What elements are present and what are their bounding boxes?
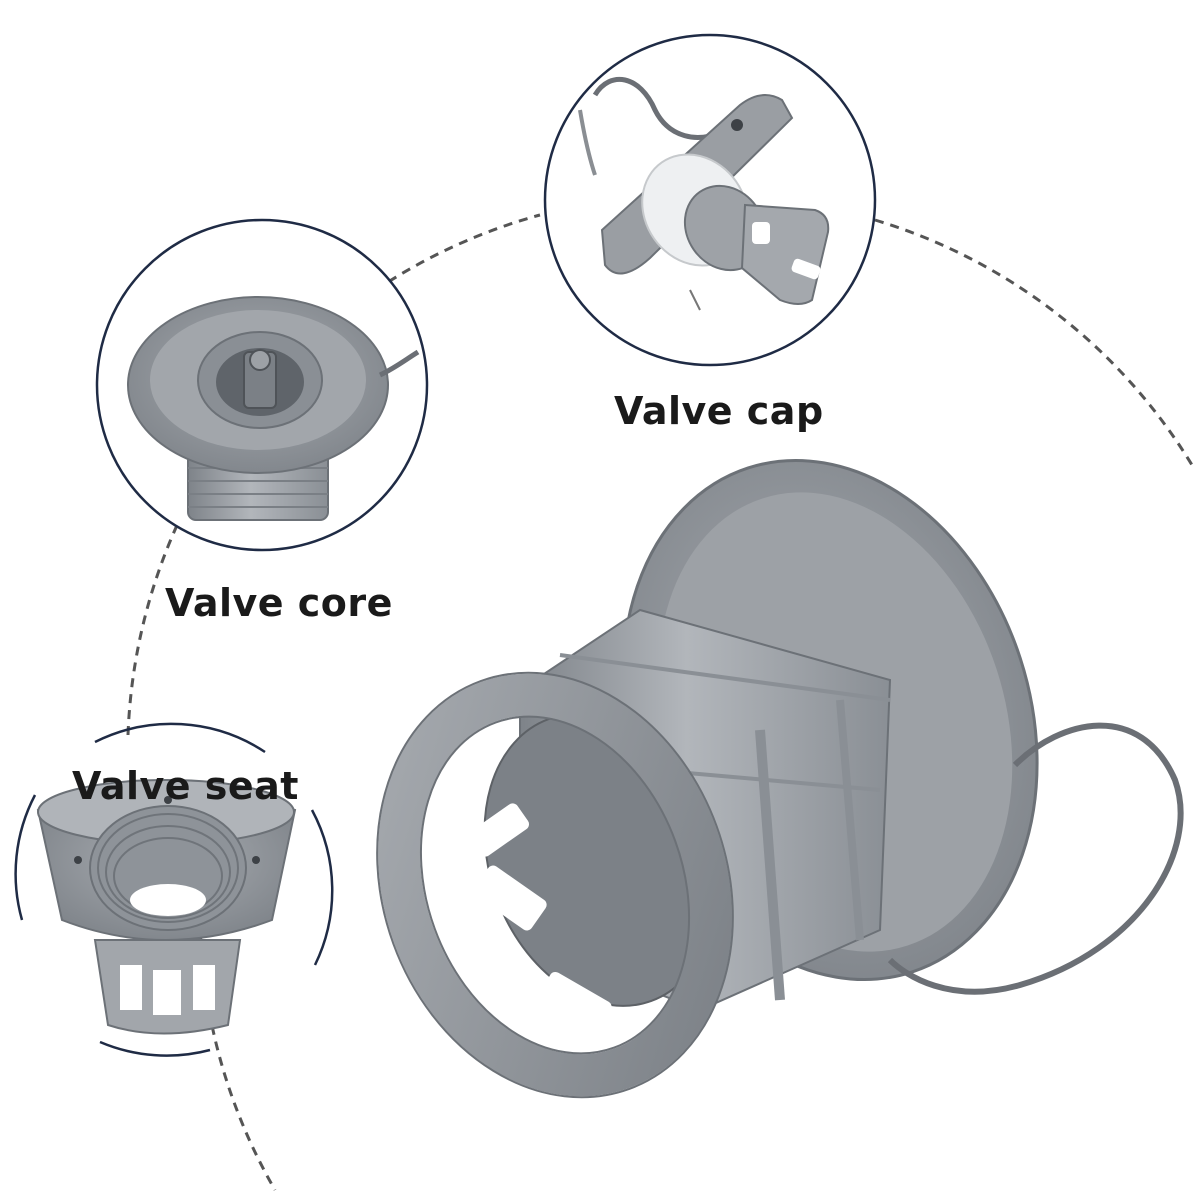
valve-seat-photo <box>14 722 334 1057</box>
valve-core-photo <box>95 218 429 552</box>
valve-seat-label: Valve seat <box>72 764 299 808</box>
valve-core-label: Valve core <box>165 581 393 625</box>
assembled-valve-photo <box>376 459 1184 1099</box>
valve-cap-label: Valve cap <box>614 389 824 433</box>
valve-cap-photo <box>543 33 877 367</box>
